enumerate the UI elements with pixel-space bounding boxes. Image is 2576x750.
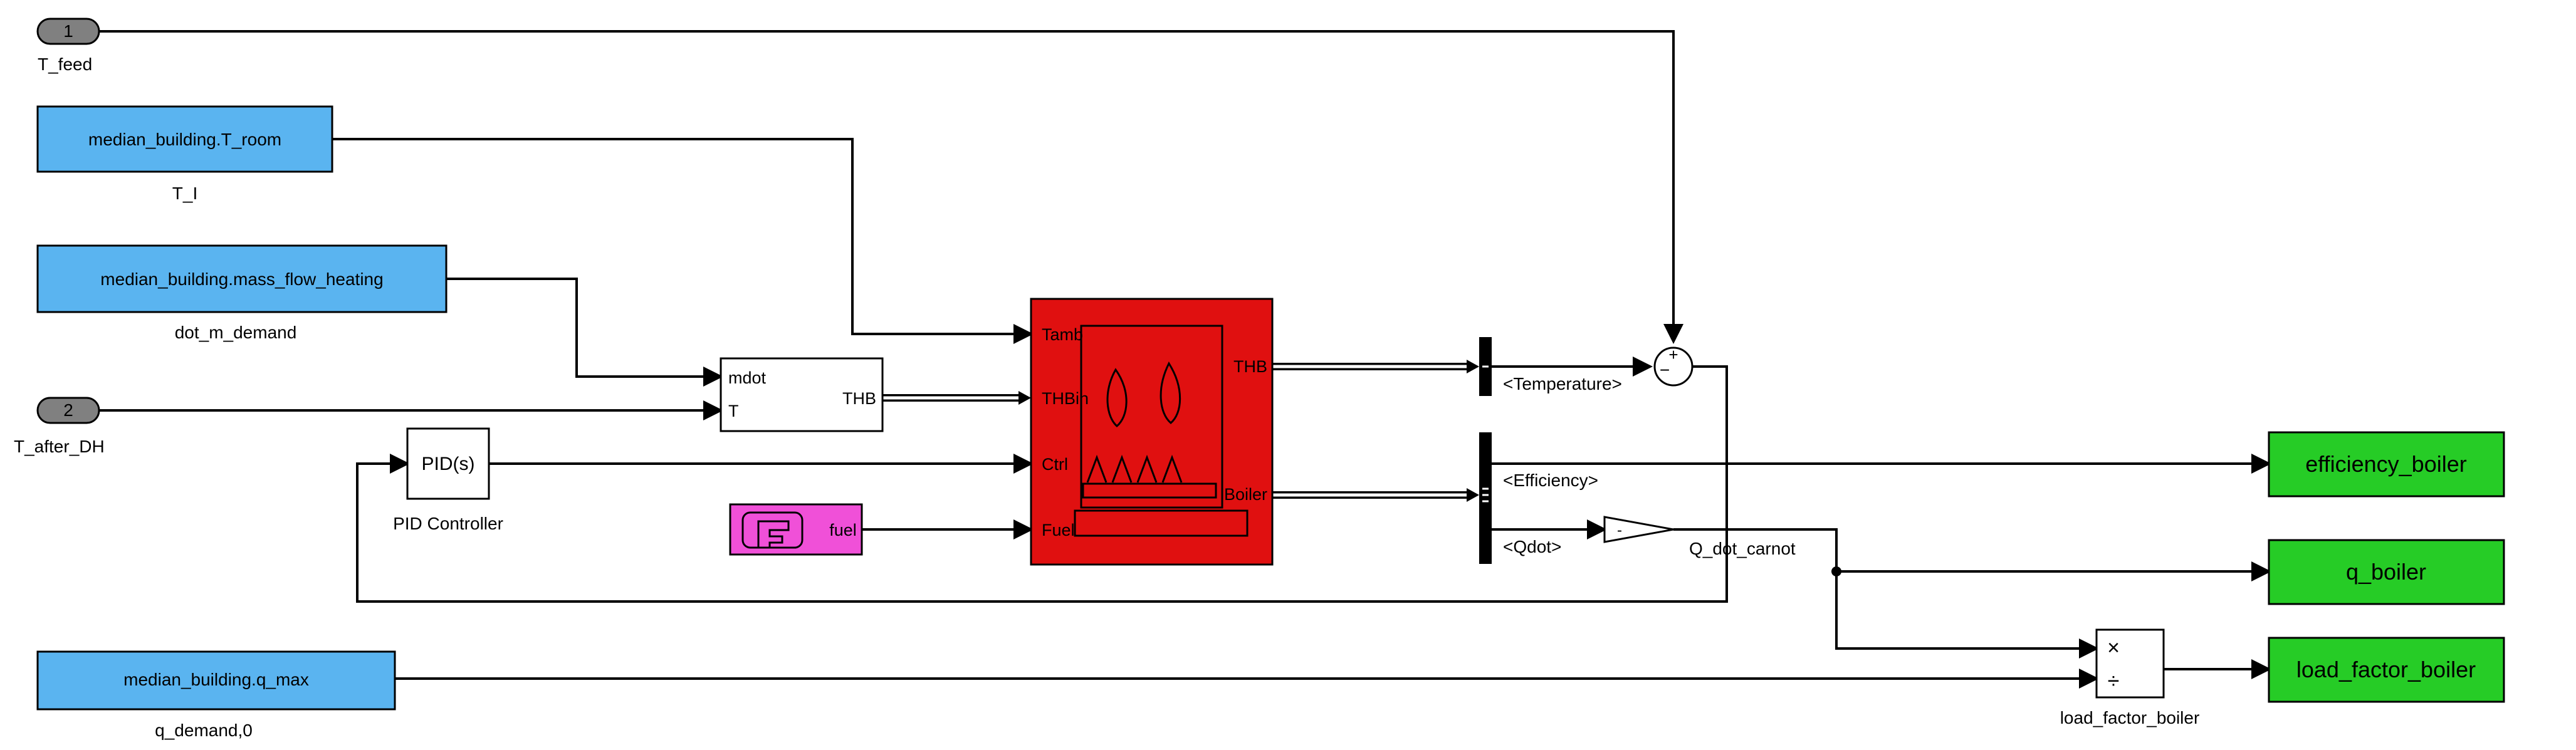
inport-1[interactable]: 1 T_feed — [36, 18, 100, 74]
signal-lines — [99, 30, 2271, 689]
from-block-q-max-label: q_demand,0 — [155, 721, 253, 740]
from-block-mass-flow[interactable]: median_building.mass_flow_heating dot_m_… — [36, 244, 448, 342]
inport-2[interactable]: 2 T_after_DH — [14, 397, 105, 456]
signal-line-t-room[interactable] — [332, 138, 1034, 344]
from-block-mass-flow-label: dot_m_demand — [175, 323, 297, 342]
product-block-label: load_factor_boiler — [2060, 708, 2200, 727]
signal-label-efficiency: <Efficiency> — [1503, 471, 1598, 490]
sum-block[interactable]: + − — [1653, 345, 1694, 387]
mux-port-t: T — [728, 402, 739, 420]
from-block-q-max-text: median_building.q_max — [123, 670, 309, 689]
goto-block-efficiency-text: efficiency_boiler — [2305, 451, 2466, 477]
inport-1-label: T_feed — [38, 55, 92, 74]
boiler-port-thbin: THBin — [1042, 389, 1089, 408]
product-op-multiply: × — [2107, 636, 2120, 660]
from-block-t-room-text: median_building.T_room — [88, 130, 281, 149]
fuel-pump-icon — [741, 511, 804, 549]
mux-block[interactable]: mdot T THB — [720, 357, 884, 432]
pid-controller-text: PID(s) — [422, 454, 475, 474]
boiler-icon — [1074, 325, 1249, 537]
goto-block-q-boiler-text: q_boiler — [2346, 559, 2426, 585]
inport-2-label: T_after_DH — [14, 437, 105, 456]
pid-controller-block[interactable]: PID(s) PID Controller — [393, 427, 503, 533]
boiler-port-fuel: Fuel — [1042, 521, 1075, 539]
boiler-port-tamb: Tamb — [1042, 325, 1083, 344]
gain-block-text: - — [1617, 522, 1622, 539]
product-op-divide: ÷ — [2108, 669, 2120, 693]
from-block-q-max[interactable]: median_building.q_max q_demand,0 — [36, 650, 396, 740]
branch-point — [1831, 566, 1841, 576]
boiler-block[interactable]: Tamb THBin Ctrl Fuel THB Boiler — [1030, 298, 1274, 566]
goto-block-q-boiler[interactable]: q_boiler — [2268, 539, 2505, 605]
from-block-t-room-label: T_I — [172, 184, 197, 203]
mux-port-mdot: mdot — [728, 368, 767, 387]
inport-1-number: 1 — [63, 21, 73, 41]
signal-label-temperature: <Temperature> — [1503, 374, 1622, 393]
fuel-block-text: fuel — [829, 521, 857, 539]
goto-block-load-factor-text: load_factor_boiler — [2296, 657, 2476, 682]
boiler-port-thb: THB — [1233, 357, 1267, 376]
fuel-block[interactable]: fuel — [729, 503, 863, 556]
bus-lines — [882, 360, 1479, 502]
sum-sign-plus: + — [1668, 345, 1678, 364]
signal-line-feedback[interactable] — [356, 365, 1728, 603]
signal-label-qdot: <Qdot> — [1503, 537, 1561, 556]
signal-line-mass-flow[interactable] — [446, 278, 723, 387]
bus-selector-temperature[interactable]: <Temperature> — [1479, 337, 1622, 396]
gain-block[interactable]: - Q_dot_carnot — [1603, 516, 1796, 558]
mux-port-out: THB — [842, 389, 876, 408]
sum-sign-minus: − — [1660, 360, 1670, 380]
bus-selector-boiler[interactable]: <Efficiency> <Qdot> — [1479, 432, 1598, 564]
product-block[interactable]: × ÷ load_factor_boiler — [2060, 628, 2200, 727]
goto-block-load-factor[interactable]: load_factor_boiler — [2268, 637, 2505, 703]
signal-label-q-dot-carnot: Q_dot_carnot — [1689, 539, 1796, 558]
signal-line-t-feed[interactable] — [99, 30, 1683, 344]
pid-controller-label: PID Controller — [393, 514, 503, 533]
inport-2-number: 2 — [63, 400, 73, 420]
from-block-t-room[interactable]: median_building.T_room T_I — [36, 105, 333, 203]
from-block-mass-flow-text: median_building.mass_flow_heating — [100, 269, 383, 289]
goto-block-efficiency[interactable]: efficiency_boiler — [2268, 431, 2505, 497]
signal-line-q-dot-carnot[interactable] — [1673, 528, 2099, 659]
boiler-port-ctrl: Ctrl — [1042, 455, 1068, 474]
boiler-port-boiler: Boiler — [1224, 485, 1267, 504]
